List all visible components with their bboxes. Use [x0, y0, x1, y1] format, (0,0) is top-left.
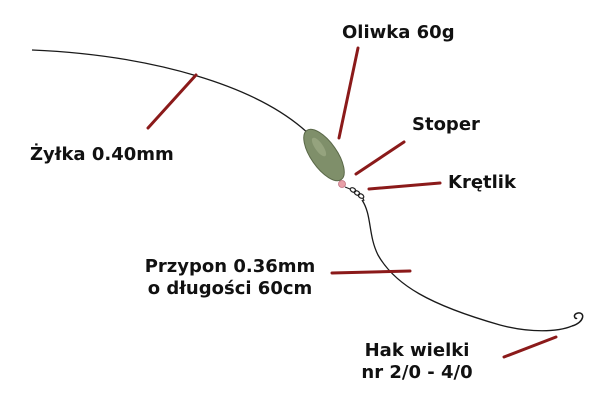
- leader-line: [361, 199, 573, 332]
- label-leader: Przypon 0.36mm o długości 60cm: [132, 256, 328, 300]
- pointer-sinker: [337, 46, 360, 140]
- pointer-swivel: [367, 181, 442, 191]
- label-stopper: Stoper: [412, 114, 480, 135]
- pointer-leader: [330, 269, 412, 275]
- label-swivel: Krętlik: [448, 172, 516, 193]
- main-line: [31, 49, 313, 138]
- pointer-hook: [502, 335, 558, 359]
- label-hook-line2: nr 2/0 - 4/0: [361, 362, 473, 383]
- label-leader-line1: Przypon 0.36mm: [144, 256, 316, 277]
- pointer-stopper: [354, 140, 406, 176]
- hook-icon: [571, 312, 584, 327]
- label-hook-line1: Hak wielki: [364, 340, 470, 361]
- label-hook: Hak wielki nr 2/0 - 4/0: [352, 340, 482, 384]
- stopper-bead-icon: [338, 180, 346, 188]
- pointer-main-line: [146, 73, 198, 130]
- swivel-icon: [344, 186, 365, 202]
- label-main-line: Żyłka 0.40mm: [30, 144, 174, 165]
- label-sinker: Oliwka 60g: [342, 22, 455, 43]
- label-leader-line2: o długości 60cm: [147, 278, 313, 299]
- sinker-icon: [303, 128, 345, 182]
